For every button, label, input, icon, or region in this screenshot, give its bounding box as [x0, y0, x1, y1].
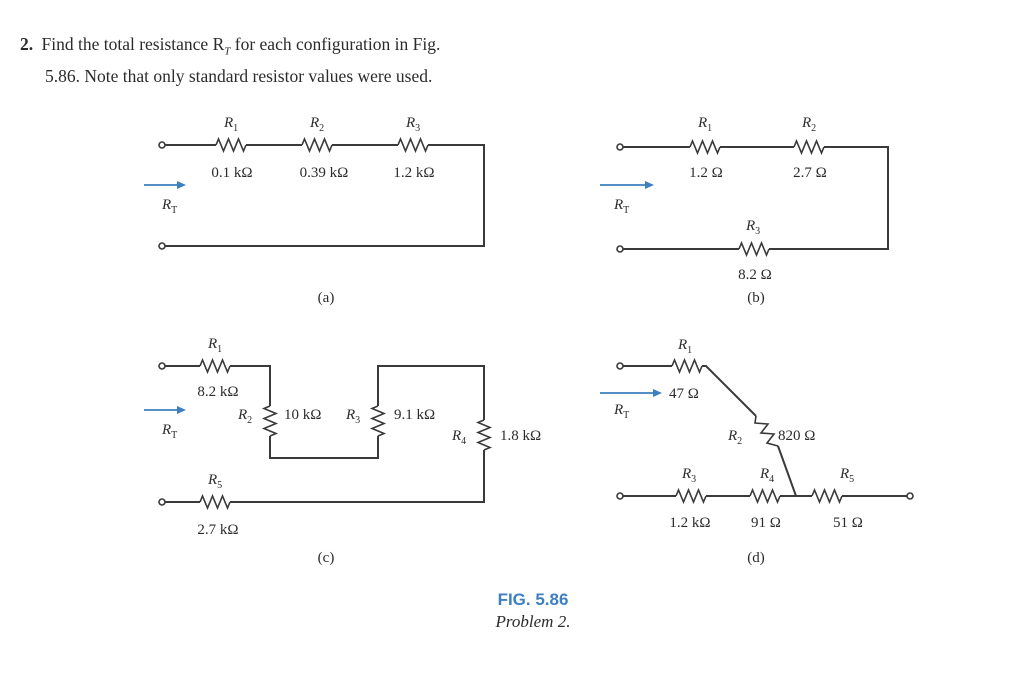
label-a-r3-value: 1.2 kΩ	[393, 165, 434, 181]
label-d-r2-value: 820 Ω	[778, 428, 815, 444]
label-c-r5-name: R5	[207, 472, 222, 491]
resistor-b-r1	[689, 138, 721, 156]
terminal-a-top	[158, 141, 166, 149]
resistor-d-r2	[754, 415, 779, 447]
caption-b: (b)	[747, 290, 765, 306]
resistor-c-r3	[369, 405, 387, 437]
label-b-r3-value: 8.2 Ω	[738, 267, 772, 283]
label-d-r1-value: 47 Ω	[669, 386, 699, 402]
resistor-a-r2	[301, 136, 333, 154]
label-d-r5-value: 51 Ω	[833, 515, 863, 531]
resistor-a-r1	[215, 136, 247, 154]
label-c-r2-name: R2	[237, 407, 252, 426]
resistor-a-r3	[397, 136, 429, 154]
circuit-b: RT R1 R2 R3 1.2 Ω 2.7 Ω 8.2 Ω (b)	[600, 115, 889, 306]
terminal-c-bottom	[158, 498, 166, 506]
label-c-r1-name: R1	[207, 336, 222, 355]
rt-label-a: RT	[161, 197, 177, 216]
label-c-r2-value: 10 kΩ	[284, 407, 321, 423]
label-c-r4-value: 1.8 kΩ	[500, 428, 541, 444]
label-d-r4-value: 91 Ω	[751, 515, 781, 531]
label-c-r3-name: R3	[345, 407, 360, 426]
problem-text-line1: Find the total resistance RT for each co…	[41, 34, 441, 58]
resistor-c-r5	[199, 493, 231, 511]
rt-label-b: RT	[613, 197, 629, 216]
label-d-r5-name: R5	[839, 466, 854, 485]
caption-a: (a)	[318, 290, 335, 306]
problem-text-line2: 5.86. Note that only standard resistor v…	[45, 65, 433, 86]
caption-d: (d)	[747, 550, 765, 566]
resistor-d-r3	[675, 487, 707, 505]
resistor-d-r4	[749, 487, 781, 505]
resistor-b-r3	[738, 240, 770, 258]
problem-number: 2.	[20, 34, 34, 54]
label-a-r3-name: R3	[405, 115, 420, 134]
rt-label-d: RT	[613, 402, 629, 421]
caption-c: (c)	[318, 550, 335, 566]
label-a-r2-name: R2	[309, 115, 324, 134]
label-b-r2-value: 2.7 Ω	[793, 165, 827, 181]
resistor-c-r2	[261, 405, 279, 437]
resistor-b-r2	[793, 138, 825, 156]
circuit-a: RT R1 R2 R3 0.1 kΩ 0.39 kΩ 1.2 kΩ (a)	[144, 115, 485, 306]
label-d-r1-name: R1	[677, 337, 692, 356]
rt-label-c: RT	[161, 422, 177, 441]
figure-number: FIG. 5.86	[497, 590, 569, 609]
label-d-r2-name: R2	[727, 428, 742, 447]
label-c-r1-value: 8.2 kΩ	[197, 384, 238, 400]
terminal-d-bottom	[616, 492, 624, 500]
label-a-r2-value: 0.39 kΩ	[300, 165, 349, 181]
resistor-c-r1	[199, 357, 231, 375]
label-d-r3-name: R3	[681, 466, 696, 485]
label-b-r1-value: 1.2 Ω	[689, 165, 723, 181]
label-b-r2-name: R2	[801, 115, 816, 134]
terminal-c-top	[158, 362, 166, 370]
resistor-c-r4	[475, 419, 493, 451]
label-d-r3-value: 1.2 kΩ	[669, 515, 710, 531]
terminal-b-bottom	[616, 245, 624, 253]
label-d-r4-name: R4	[759, 466, 774, 485]
figure-caption: FIG. 5.86 Problem 2.	[478, 590, 588, 632]
circuit-d: RT R1 47 Ω R2 820 Ω R3 1.2 kΩ R4 91 Ω R5…	[600, 337, 914, 566]
label-b-r1-name: R1	[697, 115, 712, 134]
resistor-d-r5	[811, 487, 843, 505]
figure-caption-text: Problem 2.	[495, 612, 571, 631]
label-b-r3-name: R3	[745, 218, 760, 237]
label-c-r4-name: R4	[451, 428, 466, 447]
terminal-d-right	[906, 492, 914, 500]
label-a-r1-name: R1	[223, 115, 238, 134]
problem-statement: 2. Find the total resistance RT for each…	[20, 32, 540, 88]
terminal-d-top	[616, 362, 624, 370]
label-c-r3-value: 9.1 kΩ	[394, 407, 435, 423]
circuit-c: RT R1 8.2 kΩ R2 10 kΩ R3 9.1 kΩ R4 1.8 k…	[144, 336, 541, 566]
resistor-d-r1	[671, 357, 703, 375]
label-c-r5-value: 2.7 kΩ	[197, 522, 238, 538]
label-a-r1-value: 0.1 kΩ	[211, 165, 252, 181]
terminal-b-top	[616, 143, 624, 151]
terminal-a-bottom	[158, 242, 166, 250]
